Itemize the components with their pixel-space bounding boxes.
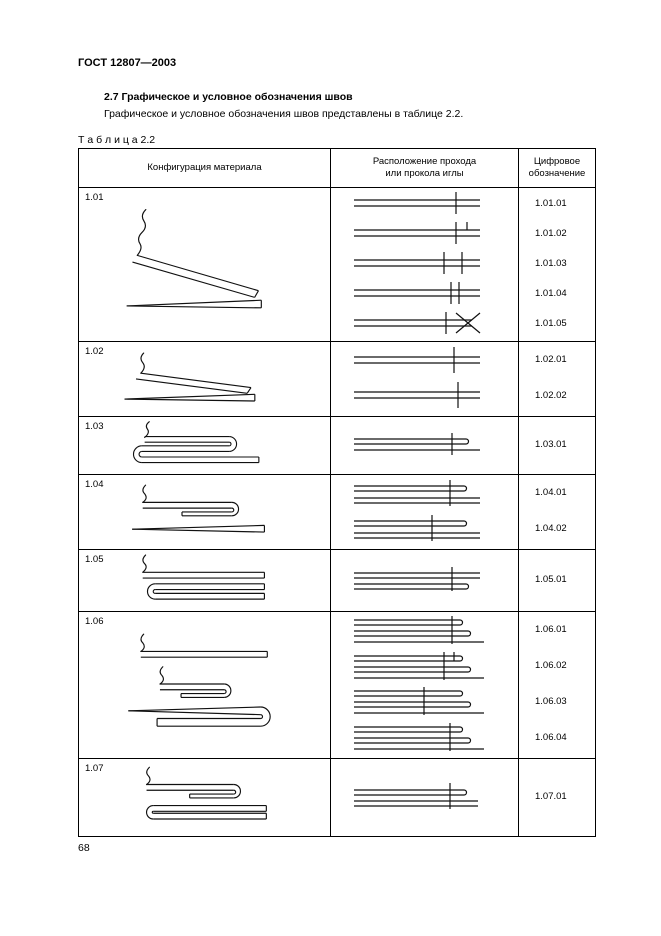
doc-number: ГОСТ 12807—2003 [78,57,177,69]
cell-needle-diagrams [330,758,519,837]
cell-needle-diagrams [330,416,519,475]
needle-diagram-1-06-03 [353,687,484,716]
cell-codes: 1.01.01 1.01.02 1.01.03 1.01.04 1.01.05 [518,187,596,342]
row-id: 1.04 [85,479,104,490]
needle-diagram-1-06-01 [353,615,484,644]
needle-diagram-1-01-05 [353,312,480,334]
seam-code: 1.01.04 [535,287,567,299]
column-header-text: Цифровое [533,156,581,167]
cell-configuration: 1.07 [78,758,331,837]
seam-code: 1.01.05 [535,317,567,329]
cell-needle-diagrams [330,474,519,550]
cell-codes: 1.04.01 1.04.02 [518,474,596,550]
table-row: 1.07 [78,758,596,837]
table-header-row: Конфигурация материала Расположение прох… [78,148,596,188]
row-id: 1.02 [85,346,104,357]
table-row: 1.04 [78,474,596,550]
row-id: 1.06 [85,616,104,627]
seam-code: 1.06.02 [535,660,567,672]
material-drawing-1-06 [127,633,271,727]
needle-diagram-1-02-01 [353,346,480,373]
needle-diagram-1-01-04 [353,282,480,304]
cell-configuration: 1.03 [78,416,331,475]
material-drawing-1-03 [132,421,259,464]
seam-code: 1.02.02 [535,389,567,401]
cell-configuration: 1.02 [78,341,331,417]
row-id: 1.01 [85,192,104,203]
material-drawing-1-01 [126,208,262,309]
needle-diagram-1-04-02 [353,515,480,542]
seam-code: 1.07.01 [535,790,567,802]
needle-diagram-1-04-01 [353,479,480,506]
seam-code: 1.04.02 [535,522,567,534]
table-row: 1.02 [78,341,596,417]
column-header-text: Расположение прохода [372,156,477,167]
column-header-text: или прокола иглы [385,168,464,179]
needle-diagram-1-01-02 [353,222,480,244]
seam-table: Конфигурация материала Расположение прох… [78,148,596,837]
cell-needle-diagrams [330,611,519,759]
section-paragraph: Графическое и условное обозначения швов … [104,108,464,120]
needle-diagram-1-06-04 [353,723,484,752]
cell-configuration: 1.01 [78,187,331,342]
seam-code: 1.01.02 [535,227,567,239]
cell-codes: 1.02.01 1.02.02 [518,341,596,417]
column-header-configuration: Конфигурация материала [78,148,331,188]
seam-code: 1.06.03 [535,695,567,707]
table-row: 1.03 [78,416,596,475]
table-label: Т а б л и ц а 2.2 [78,134,156,146]
material-drawing-1-02 [123,352,255,402]
cell-codes: 1.07.01 [518,758,596,837]
table-row: 1.05 [78,549,596,612]
column-header-text: Конфигурация материала [147,162,262,173]
needle-diagram-1-05-01 [353,567,480,591]
needle-diagram-1-01-03 [353,252,480,274]
seam-code: 1.01.03 [535,257,567,269]
cell-needle-diagrams [330,549,519,612]
table-row: 1.01 [78,187,596,342]
material-drawing-1-04 [131,484,265,533]
seam-code: 1.01.01 [535,197,567,209]
column-header-needle-pass: Расположение прохода или прокола иглы [330,148,519,188]
cell-configuration: 1.04 [78,474,331,550]
section-heading: 2.7 Графическое и условное обозначения ш… [104,91,353,103]
row-id: 1.05 [85,554,104,565]
column-header-text: обозначение [528,168,586,179]
cell-codes: 1.05.01 [518,549,596,612]
seam-code: 1.04.01 [535,487,567,499]
row-id: 1.07 [85,763,104,774]
row-id: 1.03 [85,421,104,432]
needle-diagram-1-06-02 [353,651,484,680]
cell-codes: 1.06.01 1.06.02 1.06.03 1.06.04 [518,611,596,759]
material-drawing-1-05 [141,554,265,600]
cell-needle-diagrams [330,187,519,342]
seam-code: 1.06.04 [535,731,567,743]
needle-diagram-1-01-01 [353,192,480,214]
cell-codes: 1.03.01 [518,416,596,475]
table-row: 1.06 [78,611,596,759]
needle-diagram-1-02-02 [353,382,480,409]
needle-diagram-1-03-01 [353,433,480,455]
cell-configuration: 1.06 [78,611,331,759]
material-drawing-1-07 [145,766,267,820]
needle-diagram-1-07-01 [353,783,478,809]
seam-code: 1.02.01 [535,354,567,366]
cell-configuration: 1.05 [78,549,331,612]
seam-code: 1.05.01 [535,573,567,585]
seam-code: 1.06.01 [535,624,567,636]
column-header-code: Цифровое обозначение [518,148,596,188]
cell-needle-diagrams [330,341,519,417]
page-number: 68 [78,842,90,854]
seam-code: 1.03.01 [535,438,567,450]
